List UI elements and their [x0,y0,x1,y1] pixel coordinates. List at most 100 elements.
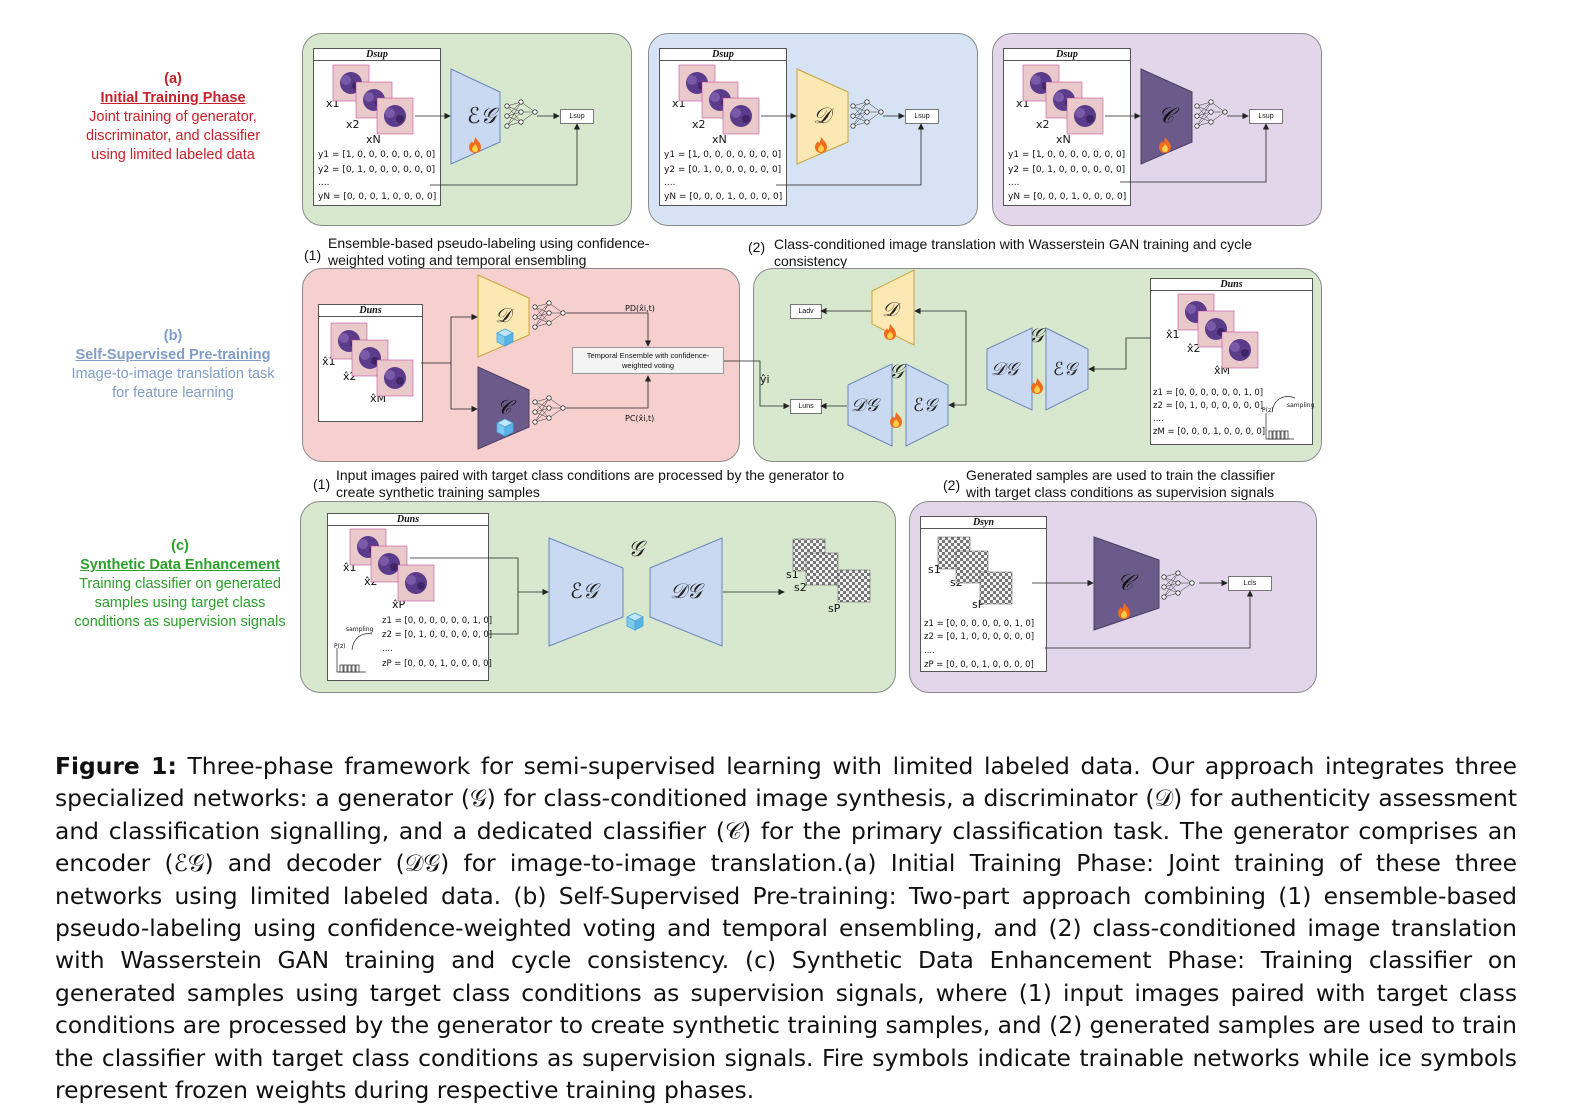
phase-b-desc-2: for feature learning [112,385,234,401]
zm-line: zM = [0, 0, 0, 1, 0, 0, 0, 0] [1153,427,1266,437]
pc-label: PC(x̂i,t) [625,414,655,423]
decoder-network-c [649,537,723,647]
pz-label: P(z) [1262,407,1274,414]
discriminator-symbol: 𝒟 [882,297,902,321]
phase-c-letter: (c) [171,538,189,554]
row-b-sub2-line1: Class-conditioned image translation with… [774,236,1253,252]
dataset-name: Dsyn [921,517,1046,529]
z2-line: z2 = [0, 1, 0, 0, 0, 0, 0, 0] [382,630,493,640]
z1-line: z1 = [0, 0, 0, 0, 0, 0, 1, 0] [924,619,1035,629]
row-b-sub1-line2: weighted voting and temporal ensembling [328,252,587,268]
y-ellipsis: .... [664,178,676,188]
arrow [776,123,925,186]
decoder-network-b-top [986,327,1033,411]
arrow [410,557,549,596]
arrow [948,369,967,409]
arrow [914,307,967,369]
synthetic-images-c2 [937,536,1013,605]
phase-b-letter: (b) [163,328,183,344]
phase-a-desc-1: Joint training of generator, [89,109,257,125]
y-ellipsis: .... [1008,178,1020,188]
phase-c-label: (c) Synthetic Data Enhancement Training … [55,537,305,632]
sampling-curve [1271,396,1296,413]
arrow [1120,123,1270,183]
row-b-sub2-text: Class-conditioned image translation with… [774,236,1252,270]
arrow [566,375,652,409]
phase-a-desc-2: discriminator, and classifier [85,128,261,144]
discriminator-network-b2 [871,269,915,346]
encoder-symbol: ℰ𝒢 [467,104,499,129]
phase-a-title: Initial Training Phase [100,90,246,106]
discriminator-network-a [796,68,849,165]
z-ellipsis: .... [382,644,393,654]
z1-line: z1 = [0, 0, 0, 0, 0, 0, 1, 0] [382,616,493,626]
y1-line: y1 = [1, 0, 0, 0, 0, 0, 0, 0] [1008,150,1126,160]
yn-line: yN = [0, 0, 0, 1, 0, 0, 0, 0] [1008,192,1127,202]
encoder-symbol: ℰ𝒢 [913,395,940,416]
arrow [1045,590,1254,649]
caption-label: Figure 1: [55,752,177,780]
classifier-network-a [1140,68,1193,165]
ensemble-line2: weighted voting [621,361,675,370]
mlp-icon [532,300,566,330]
sampling-label: sampling [346,626,374,633]
yhat-label: ŷi [760,373,770,386]
row-c-sub2-line2: with target class conditions as supervis… [966,484,1275,500]
phase-a-label: (a) Initial Training Phase Joint trainin… [48,70,298,165]
phase-a-desc-3: using limited labeled data [91,147,255,163]
row-c-sub1-line1: Input images paired with target class co… [336,467,845,483]
cell-images-a3 [1022,64,1104,135]
ice-cube-icon [626,612,644,631]
cell-images-a2 [678,64,760,135]
loss-uns: Luns [790,399,822,414]
histogram-icon [1265,413,1294,440]
sp-label: sP [828,602,841,615]
histogram-icon [336,648,366,673]
y-ellipsis: .... [318,178,330,188]
phase-c-title: Synthetic Data Enhancement [80,557,280,573]
row-b-sub1-num: (1) [304,247,322,263]
caption-text: Three-phase framework for semi-supervise… [55,752,1517,1105]
mlp-icon [850,99,884,129]
fire-icon [1031,378,1043,394]
encoder-network-a [450,68,501,165]
row-b-sub1-text: Ensemble-based pseudo-labeling using con… [328,235,649,269]
zp-line: zP = [0, 0, 0, 1, 0, 0, 0, 0] [924,660,1034,670]
ensemble-line1: Temporal Ensemble with confidence- [586,351,710,360]
z2-line: z2 = [0, 1, 0, 0, 0, 0, 0, 0] [1153,401,1264,411]
xhat1-label: x̂1 [1166,328,1180,341]
arrow [430,123,581,186]
dataset-name: Duns [319,305,422,317]
cell-images-b2 [1177,293,1259,369]
phase-c-desc-3: conditions as supervision signals [74,614,286,630]
encoder-network-c [548,537,624,647]
y2-line: y2 = [0, 1, 0, 0, 0, 0, 0, 0] [664,165,782,175]
x2-label: x2 [692,118,706,131]
z-ellipsis: .... [1153,414,1164,424]
row-b-sub2-line2: consistency [774,253,848,269]
yn-line: yN = [0, 0, 0, 1, 0, 0, 0, 0] [318,192,437,202]
zp-line: zP = [0, 0, 0, 1, 0, 0, 0, 0] [382,659,492,669]
mlp-icon [532,395,566,425]
y1-line: y1 = [1, 0, 0, 0, 0, 0, 0, 0] [664,150,782,160]
generator-symbol: 𝒢 [889,359,907,383]
diagram-graphics: ℰ𝒢 𝒟 𝒞 𝒟 𝒞 𝒟𝒢 ℰ𝒢 𝒢 [330,64,1296,673]
decoder-network-b-bottom [847,363,893,447]
discriminator-network-b [477,274,530,358]
y2-line: y2 = [0, 1, 0, 0, 0, 0, 0, 0] [1008,165,1126,175]
discriminator-symbol: 𝒟 [495,303,515,327]
pz-label: P(z) [334,643,346,650]
phase-b-title: Self-Supervised Pre-training [75,347,271,363]
sampling-curve [351,633,373,651]
mlp-icon [1194,99,1228,129]
row-c-sub1-num: (1) [313,476,331,492]
phase-c-desc-2: samples using target class [94,595,266,611]
phase-c-desc-1: Training classifier on generated [79,576,281,592]
row-c-sub1-text: Input images paired with target class co… [336,467,844,501]
row-c-sub2-line1: Generated samples are used to train the … [966,467,1275,483]
x2-label: x2 [1036,118,1050,131]
classifier-network-b [477,366,530,450]
row-c-sub2-num: (2) [943,477,961,493]
mlp-icon [1161,570,1195,600]
row-c-sub2-text: Generated samples are used to train the … [966,467,1275,501]
